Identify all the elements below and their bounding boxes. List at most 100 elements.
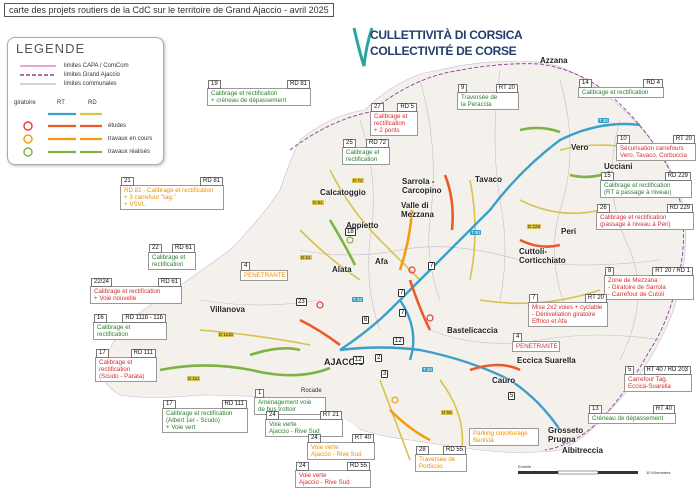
logo-mark-icon (352, 27, 374, 67)
callout-text: Traversée de Porticcio (419, 456, 456, 470)
works-in-progress (389, 209, 431, 442)
place-peri: Peri (561, 227, 577, 236)
legend-status-symbols (23, 112, 102, 157)
callout-number: 1 (255, 389, 265, 398)
legend-limit-grand-ajaccio: limites Grand Ajaccio (64, 72, 121, 78)
callout-text: Calibrage et rectification (152, 254, 186, 268)
callout-number: 24 (308, 434, 321, 443)
callout-number: 8 (605, 267, 615, 276)
scale-label-right: 10 Kilomètres (646, 470, 671, 475)
callout-road-ref: RD 81 (199, 177, 223, 186)
callout-number: 19 (208, 80, 221, 89)
callout-road-ref: RT 20 (584, 294, 607, 303)
place-valle-di-mezzana: Valle di Mezzana (401, 201, 434, 219)
map-marker-3: 3 (381, 370, 389, 378)
callout-road-ref: RD 5 (397, 103, 417, 112)
place-calcatoggio: Calcatoggio (320, 188, 366, 197)
callout-26: 26 RD 229 Calibrage et rectification (pa… (596, 204, 694, 230)
scale-bar-icon (518, 470, 638, 475)
callout-17-albert: 17 RD 111 Calibrage et rectification (Al… (162, 400, 248, 433)
place-albitreccia: Albitreccia (562, 446, 603, 455)
callout-text: Calibrage et rectification (passage à ni… (600, 214, 671, 228)
logo-line-corsica: CULLETTIVITÀ DI CORSICA (370, 28, 523, 42)
callout-road-ref: RD 72 (365, 139, 389, 148)
callout-text: Calibrage et rectification (RT à passage… (604, 182, 672, 196)
road-badge-d111: D 111 (187, 376, 201, 381)
map-marker-5: 5 (508, 392, 516, 400)
place-azzana: Azzana (540, 56, 568, 65)
callout-number: 24 (266, 411, 279, 420)
callout-text: Calibrage et rectification + Voie nouvel… (94, 288, 161, 302)
callout-text: Calibrage et rectification + créneau de … (211, 90, 287, 104)
road-badge-t20-north: T 20 (598, 118, 609, 123)
callout-text: Calibrage et rectification (346, 149, 380, 163)
place-afa: Afa (375, 257, 388, 266)
place-vero: Vero (571, 143, 589, 152)
callout-road-ref: RD 55 (442, 446, 466, 455)
callout-24-rt21: 24 RT 21 Voie verte Ajaccio - Rive Sud (265, 411, 343, 437)
callout-text: Carrefour Tag. Eccica-Suarella (628, 376, 671, 390)
map-marker-12: 12 (393, 337, 404, 345)
road-badge-d111b: D 111b (218, 332, 234, 337)
place-cauro: Cauro (492, 376, 516, 385)
callout-number: 21 (121, 177, 134, 186)
callout-number: 10 (617, 135, 630, 144)
callout-24-rd55: 24 RD 55 Voie verte Ajaccio - Rive Sud (295, 462, 371, 488)
callout-text: Calibrage et rectification (582, 89, 649, 96)
road-badge-d229: D 229 (527, 224, 542, 229)
callout-text: Sécurisation carrefours Vero, Tavaco, Co… (620, 145, 687, 159)
callout-text: Parking covoiturage Benista (473, 430, 528, 444)
callout-25: 25 RD 72 Calibrage et rectification (342, 139, 390, 165)
callout-road-ref: RD 55 (346, 462, 370, 471)
rt-roads (339, 122, 641, 431)
roundabouts (316, 236, 434, 404)
callout-road-ref: RD 111 (130, 349, 156, 358)
callout-5: 5 RT 40 / RD 203 Carrefour Tag. Eccica-S… (624, 366, 692, 392)
callout-number: 17 (163, 400, 176, 409)
callout-road-ref: RD 61 (171, 244, 195, 253)
road-badge-d72: D 72 (352, 178, 364, 183)
road-badge-t40: T 40 (422, 367, 433, 372)
callout-road-ref: RD 111 (221, 400, 247, 409)
callout-text: Zone de Mezzana : - Giratoire de Sarrola… (608, 277, 666, 298)
place-alata: Alata (332, 265, 352, 274)
place-appietto: Appietto (346, 221, 379, 230)
callout-13: 13 RT 40 Créneau de dépassement (588, 405, 676, 424)
callout-number: 4 (241, 262, 251, 271)
callout-road-ref: RT 20 (672, 135, 695, 144)
legend-col-giratoire: giratoire (14, 100, 36, 106)
callout-number: 9 (458, 84, 468, 93)
callout-number: 14 (579, 79, 592, 88)
callout-number: 24 (296, 462, 309, 471)
callout-road-ref: RT 21 (319, 411, 342, 420)
callout-21: 21 RD 81 RD 81 - Calibrage et rectificat… (120, 177, 224, 210)
legend-status-realises: travaux réalisés (108, 149, 151, 155)
place-ucciani: Ucciani (604, 162, 633, 171)
callout-16: 16 RD 111b - 11b Calibrage et rectificat… (93, 314, 167, 340)
map-marker-7b: 7 (398, 289, 406, 297)
callout-road-ref: RT 40 / RD 203 (643, 366, 691, 375)
map-title: carte des projets routiers de la CdC sur… (4, 3, 334, 17)
callout-text: PENETRANTE (244, 272, 286, 279)
callout-10: 10 RT 20 Sécurisation carrefours Vero, T… (616, 135, 696, 161)
legend-status-etudes: études (108, 123, 127, 129)
map-scale: Echelle 10 Kilomètres (518, 464, 683, 480)
callout-text: Traversée de la Peraccia (461, 94, 498, 108)
callout-number: 5 (625, 366, 635, 375)
callout-number: 15 (601, 172, 614, 181)
callout-road-ref: RD 61 (157, 278, 181, 287)
callout-number: 26 (597, 204, 610, 213)
callout-text: Aménagement voie de bus trottoir (258, 399, 312, 413)
collectivite-logo: CULLETTIVITÀ DI CORSICA COLLECTIVITÉ DE … (352, 22, 523, 80)
callout-road-ref: RD 111b - 11b (122, 314, 166, 323)
grand-ajaccio-boundary (289, 63, 684, 451)
legend-title: LEGENDE (16, 41, 86, 56)
callout-text: PENETRANTE (516, 343, 558, 350)
callout-4-penetrante: 4 PENETRANTE (240, 262, 288, 281)
callout-4-penetrante-red: 4 PENETRANTE (512, 333, 560, 352)
map-marker-18: 18 (345, 228, 356, 236)
road-badge-d81: D 81 (312, 200, 324, 205)
callout-19: 19 RD 81 Calibrage et rectification + cr… (207, 80, 311, 106)
callout-24-rt40: 24 RT 40 Voie verte Ajaccio - Rive Sud (307, 434, 375, 460)
